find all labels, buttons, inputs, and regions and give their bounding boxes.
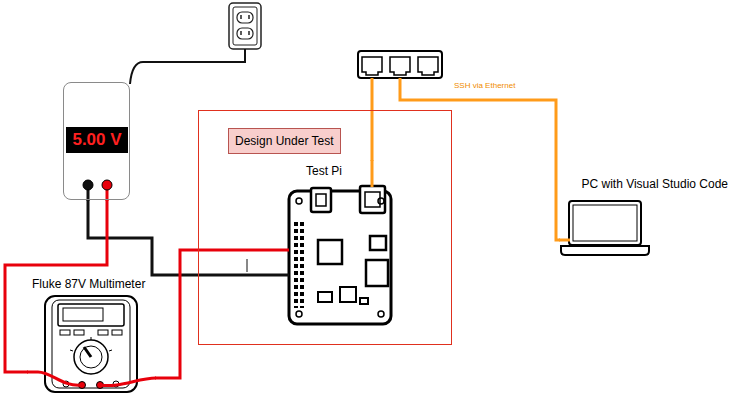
- red-terminal: [102, 180, 112, 190]
- node-label: PC with Visual Studio Code: [581, 177, 728, 191]
- multimeter: Fluke 87V Multimeter: [28, 274, 155, 398]
- dut-region: Design Under TestTest Pi: [198, 110, 452, 345]
- node-label: Fluke 87V Multimeter: [32, 277, 145, 291]
- test-lead: [27, 372, 82, 385]
- edge-label: SSH via Ethernet: [452, 80, 517, 91]
- power-cord: [130, 49, 245, 84]
- wall-outlet: [229, 3, 261, 49]
- black-terminal: [83, 180, 93, 190]
- tick-mark: [247, 259, 248, 272]
- wire-connector: [372, 78, 560, 240]
- power-supply: 5.00 V: [63, 82, 130, 200]
- node-label: 5.00 V: [66, 127, 128, 153]
- node-label: Design Under Test: [228, 128, 341, 154]
- wire-connector: [88, 200, 289, 275]
- ethernet-switch: [358, 51, 442, 78]
- wire-connector: [155, 250, 289, 378]
- ethernet-cable: [559, 239, 570, 242]
- node-label: Test Pi: [306, 164, 342, 178]
- test-lead: [100, 378, 156, 386]
- ethernet-cable: [371, 160, 374, 187]
- test-pi: Test Pi: [289, 161, 393, 326]
- laptop-icon: [561, 201, 649, 255]
- pc-laptop: PC with Visual Studio Code: [560, 174, 733, 258]
- pi-board: [289, 186, 391, 324]
- multimeter-icon: [45, 296, 137, 392]
